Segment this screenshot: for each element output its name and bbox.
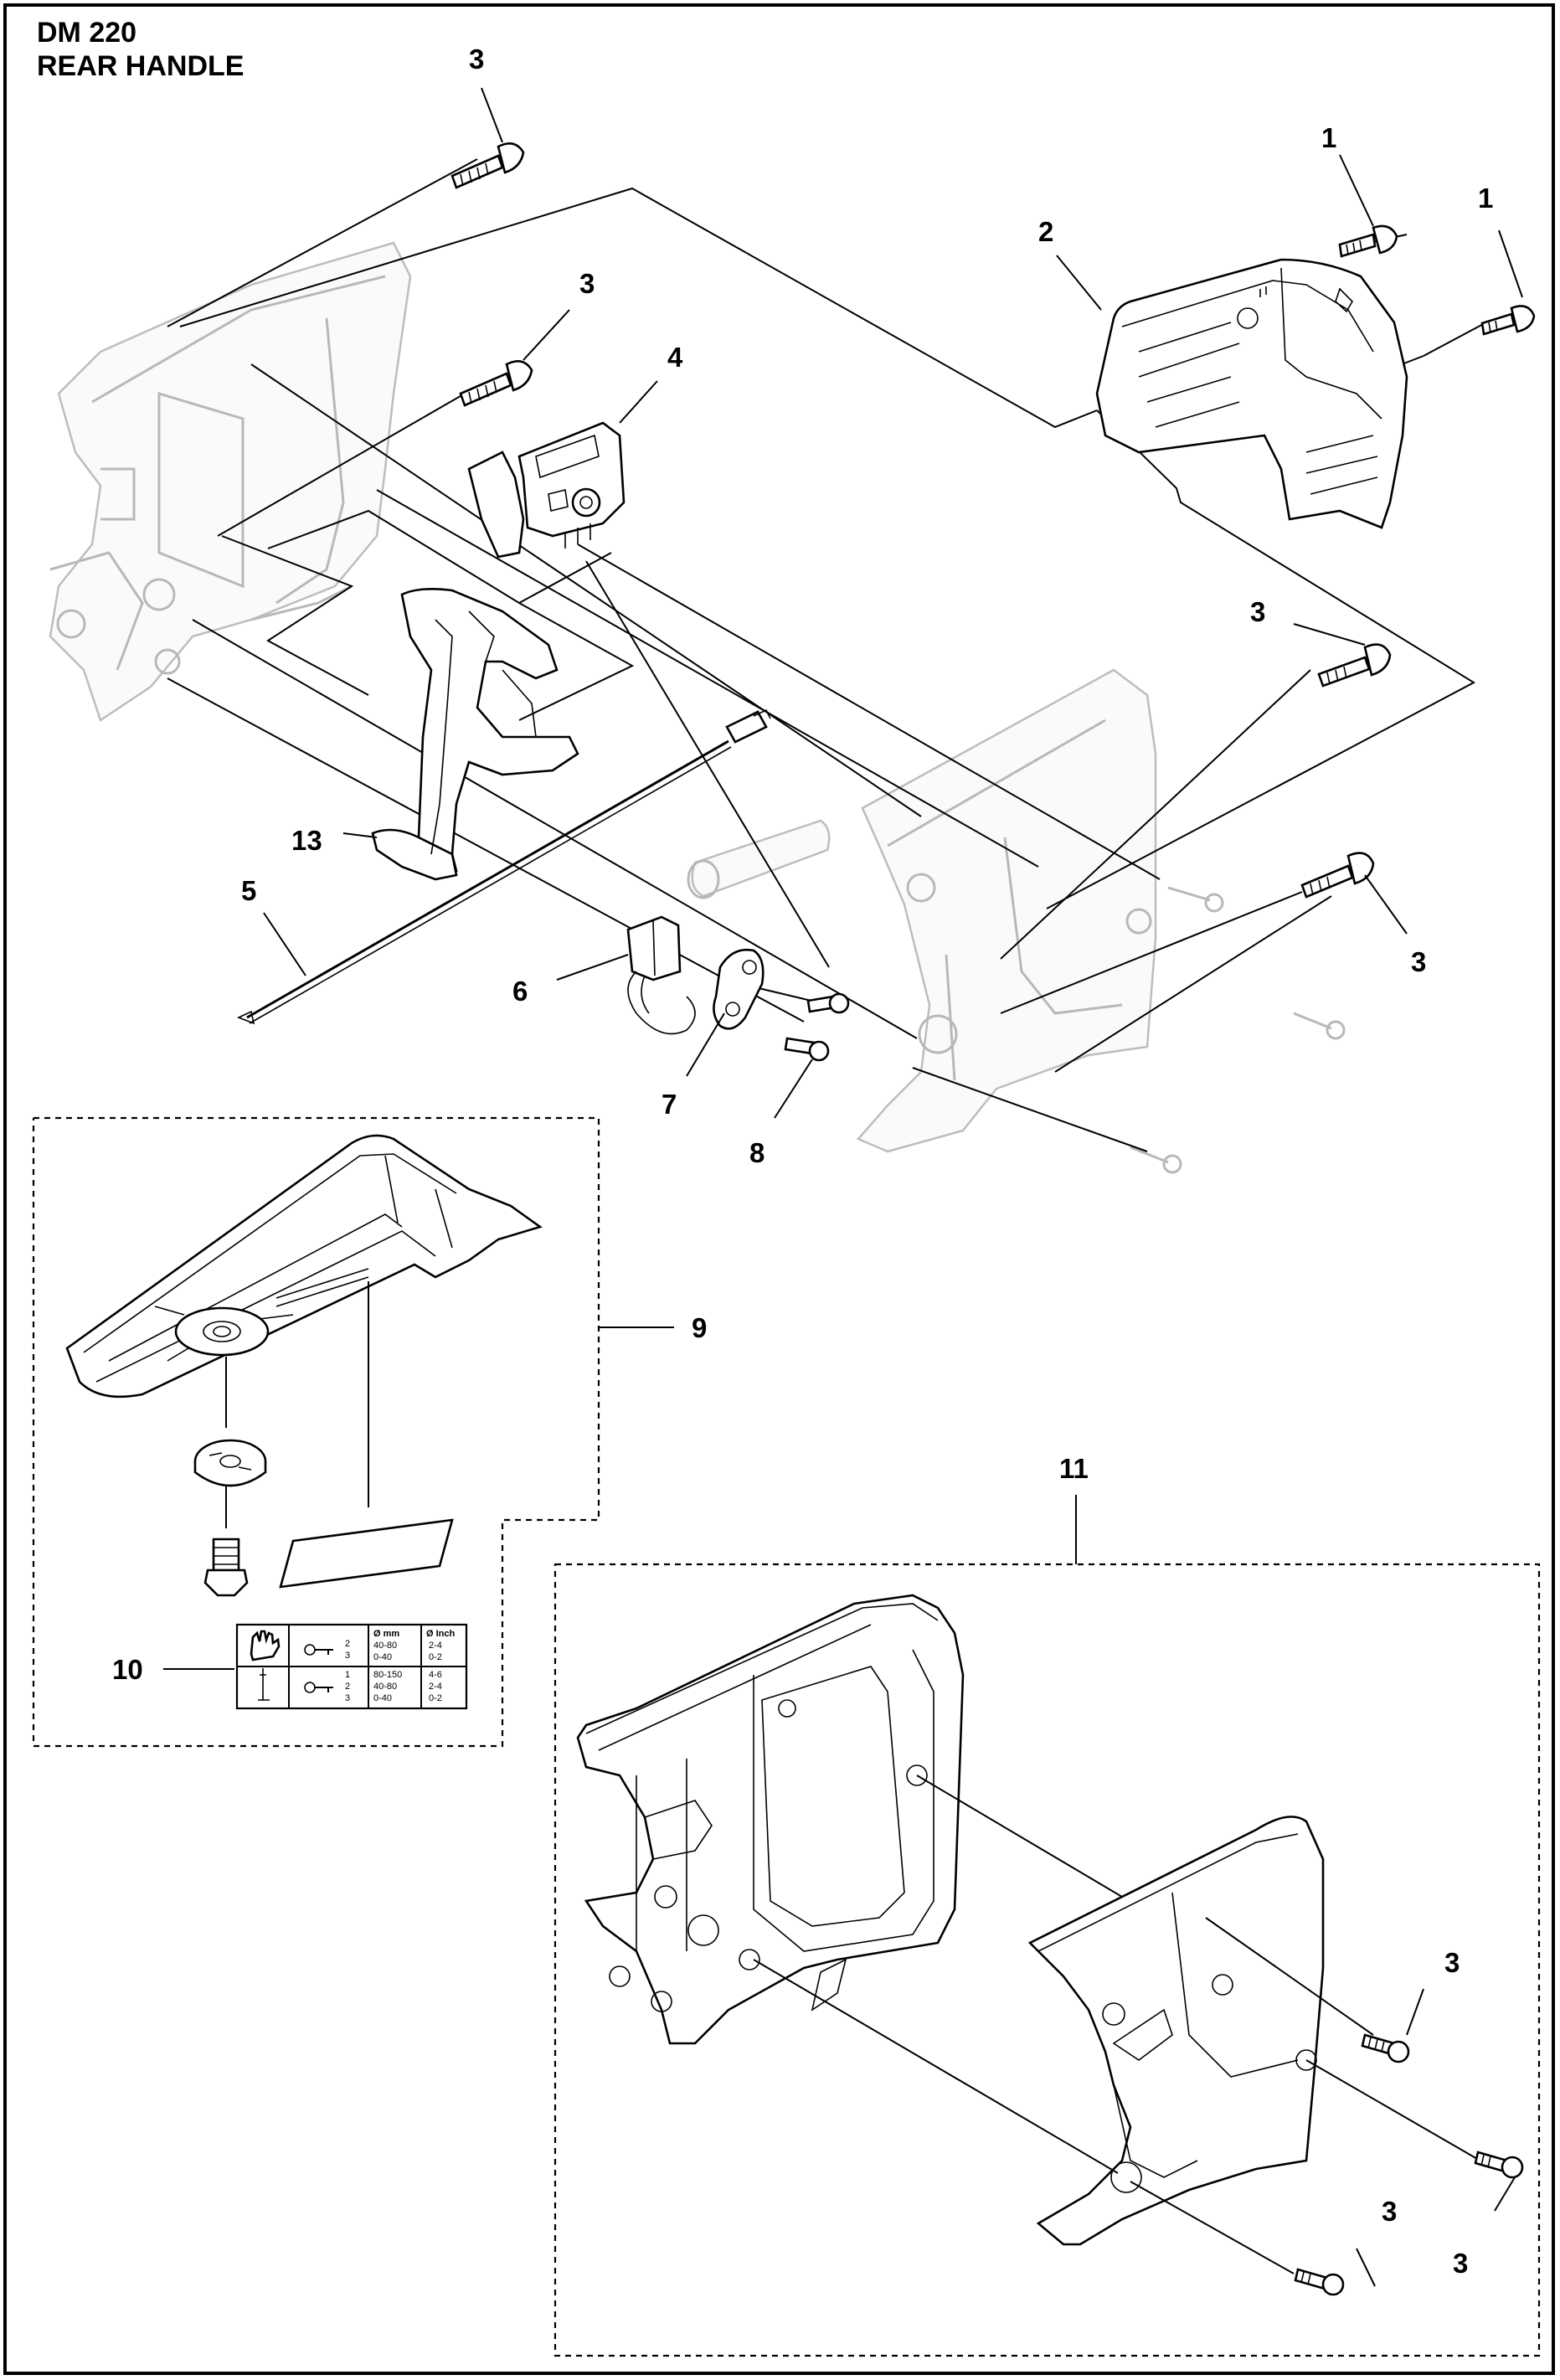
callout-9: 9 — [692, 1312, 707, 1343]
screw-part-3-top — [450, 142, 525, 189]
label-strip — [279, 1281, 454, 1589]
assembly-11-lines — [753, 1775, 1518, 2287]
row1-inch-2: 0-2 — [429, 1652, 442, 1662]
screw-part-3-asm-a — [1361, 2033, 1410, 2063]
callout-4: 4 — [667, 342, 683, 373]
diagram-frame — [3, 3, 1555, 2375]
row1-mm-2: 0-40 — [373, 1652, 392, 1662]
callout-3-f: 3 — [1382, 2196, 1397, 2227]
screw-part-8b — [784, 1037, 830, 1062]
handle-housing-right-part-11 — [1027, 1816, 1325, 2246]
diagram-title-section: REAR HANDLE — [37, 50, 245, 82]
handle-housing-left-part-11 — [576, 1594, 965, 2045]
tool-icon — [258, 1668, 270, 1701]
screw-part-3-asm-c — [1294, 2268, 1345, 2296]
row2-mm-2: 40-80 — [373, 1682, 397, 1692]
row1-pos-2: 3 — [345, 1651, 350, 1661]
row2-pos-1: 1 — [345, 1670, 350, 1680]
row2-pos-2: 2 — [345, 1682, 350, 1692]
table-header-inch: Ø Inch — [426, 1629, 456, 1639]
cable-part-5 — [236, 708, 771, 1025]
bracket-part-7 — [713, 948, 765, 1030]
ghost-handle-housing-right — [856, 668, 1157, 1153]
callout-11: 11 — [1059, 1453, 1089, 1484]
callout-labels: 3 1 1 2 3 4 3 3 13 5 6 7 8 9 10 11 3 3 3 — [112, 44, 1493, 2279]
glove-icon — [250, 1630, 281, 1661]
row2-inch-1: 4-6 — [429, 1670, 442, 1680]
screw-part-1b — [1480, 305, 1536, 336]
key-icon-row-2 — [304, 1682, 333, 1693]
key-icon-row-1 — [304, 1644, 333, 1656]
screw-part-8a — [806, 992, 850, 1014]
ghost-handle-housing-left — [49, 241, 412, 722]
detail-box-11 — [553, 1495, 1541, 2357]
table-header-mm: Ø mm — [373, 1629, 399, 1639]
callout-13: 13 — [291, 825, 322, 856]
row1-mm-1: 40-80 — [373, 1641, 397, 1651]
screw-part-3-asm-b — [1474, 2151, 1524, 2179]
callout-3-g: 3 — [1453, 2248, 1468, 2279]
callout-2: 2 — [1038, 216, 1053, 247]
screw-part-3-right-lower — [1300, 852, 1375, 899]
row2-pos-3: 3 — [345, 1693, 350, 1703]
callout-8: 8 — [749, 1137, 765, 1168]
callout-3-e: 3 — [1444, 1947, 1460, 1978]
row2-inch-3: 0-2 — [429, 1693, 442, 1703]
callout-3-top: 3 — [469, 44, 484, 75]
row1-pos-1: 2 — [345, 1639, 350, 1649]
callout-1-b: 1 — [1478, 183, 1493, 214]
row2-mm-3: 0-40 — [373, 1693, 392, 1703]
row2-mm-1: 80-150 — [373, 1670, 402, 1680]
callout-3-c: 3 — [1250, 596, 1265, 627]
switch-part-4 — [467, 421, 626, 559]
bolt — [203, 1538, 249, 1597]
sensor-part-6 — [626, 915, 696, 1035]
detail-box-9-10 — [32, 1116, 674, 1748]
screw-part-1a — [1338, 224, 1398, 258]
row1-inch-1: 2-4 — [429, 1641, 442, 1651]
bracket-part-2 — [1095, 258, 1408, 529]
callout-leaders — [263, 87, 1523, 1119]
decal-table-part-10: Ø mm Ø Inch 2 3 40-80 0-40 2-4 0-2 1 2 3… — [235, 1623, 468, 1710]
ghost-screws — [1130, 886, 1346, 1174]
callout-6: 6 — [512, 976, 528, 1007]
screw-part-3-right-upper — [1317, 643, 1392, 688]
callout-3-b: 3 — [579, 268, 595, 299]
row2-inch-2: 2-4 — [429, 1682, 442, 1692]
diagram-title-model: DM 220 — [37, 17, 137, 49]
callout-10: 10 — [112, 1654, 143, 1685]
callout-3-d: 3 — [1411, 946, 1426, 977]
callout-1-a: 1 — [1321, 122, 1336, 153]
callout-5: 5 — [241, 875, 256, 906]
adjust-knob — [193, 1357, 267, 1528]
base-plate-part-9 — [65, 1134, 543, 1399]
ghost-grip-sleeve — [687, 819, 831, 899]
assembly-lines-upper — [167, 158, 1487, 1152]
throttle-trigger-part-13 — [371, 588, 579, 881]
callout-7: 7 — [662, 1089, 677, 1120]
screw-part-3-second — [459, 360, 533, 407]
